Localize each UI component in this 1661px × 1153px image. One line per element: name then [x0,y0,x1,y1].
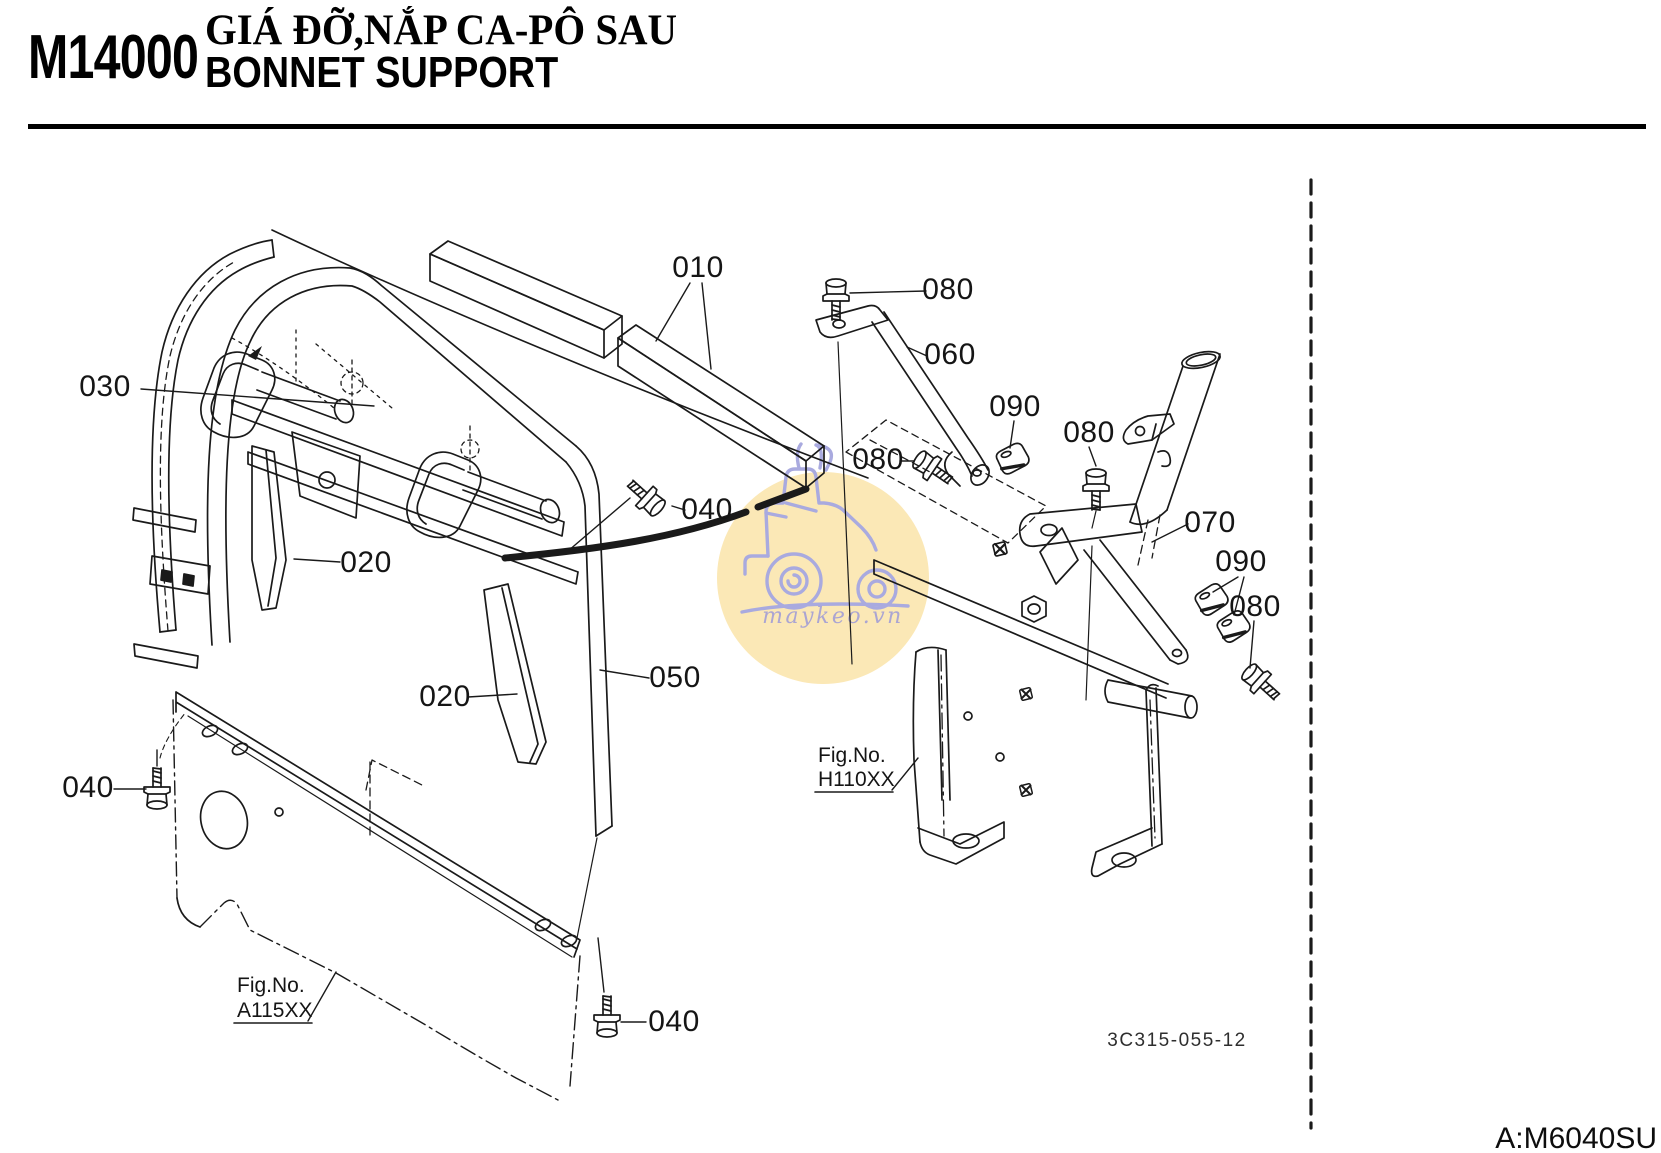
part-020-leg-upper [251,445,287,611]
bolt-040-bottom-icon [593,995,621,1038]
drawing-number: 3C315-055-12 [1107,1030,1246,1051]
bolt-040-left-icon [143,767,171,810]
part-label-060: 060 [924,338,976,371]
bonnet-support-frame [206,266,613,939]
page-title-vietnamese: GIÁ ĐỠ,NẮP CA-PÔ SAU [205,7,678,54]
part-label-090-lower: 090 [1215,545,1267,578]
watermark-site-text: maykeo.vn [762,604,904,629]
part-label-010: 010 [672,251,724,284]
section-code: M14000 [28,23,199,92]
bolt-080-lower-icon [1236,658,1287,708]
part-030-band [132,239,275,669]
part-label-040-left: 040 [62,771,114,804]
part-label-040-middle: 040 [681,493,733,526]
watermark-circle [717,472,929,684]
hidden-outline-details [231,229,1047,544]
exhaust-pipe [1122,350,1221,566]
part-label-020-lower: 020 [419,680,471,713]
part-020-leg-lower [483,583,547,765]
model-code: A:M6040SU [1495,1122,1657,1153]
clip-090-lower1-icon [1190,579,1233,620]
part-070-brace [1018,503,1189,701]
bolt-080-plate-icon [1082,468,1110,511]
fig-ref-h110xx: Fig.No. H110XX [818,744,895,791]
part-010-bars [429,240,825,489]
part-label-080-lower: 080 [1229,590,1281,623]
part-label-030: 030 [79,370,131,403]
fig-ref-a115xx: Fig.No. A115XX [237,974,313,1022]
part-label-070: 070 [1184,506,1236,539]
frame-h110xx [912,646,1198,878]
part-label-090-upper: 090 [989,390,1041,423]
part-label-080-left: 080 [852,443,904,476]
tractor-watermark-icon [740,442,910,614]
part-label-050: 050 [649,661,701,694]
leader-lines [113,282,1255,1024]
fig-ref-value: H110XX [818,768,895,791]
fig-ref-label: Fig.No. [237,974,305,997]
bolt-040-middle-icon [620,472,671,522]
part-label-080-plate: 080 [1063,416,1115,449]
part-label-020-upper: 020 [340,546,392,579]
part-label-080-top: 080 [922,273,974,306]
watermark: maykeo.vn [717,442,929,684]
header-rule [28,124,1646,129]
panel-a115xx [172,691,581,1101]
fig-ref-label: Fig.No. [818,744,886,767]
clip-090-upper-icon [992,439,1034,478]
fig-ref-value: A115XX [237,999,313,1022]
bonnet-edge-arc [501,485,810,562]
bonnet-stay-hooks [200,351,564,539]
page-title-english: BONNET SUPPORT [205,48,559,97]
part-060-strap [815,304,990,665]
lower-rail [873,527,1169,699]
part-label-040-bottom: 040 [648,1005,700,1038]
